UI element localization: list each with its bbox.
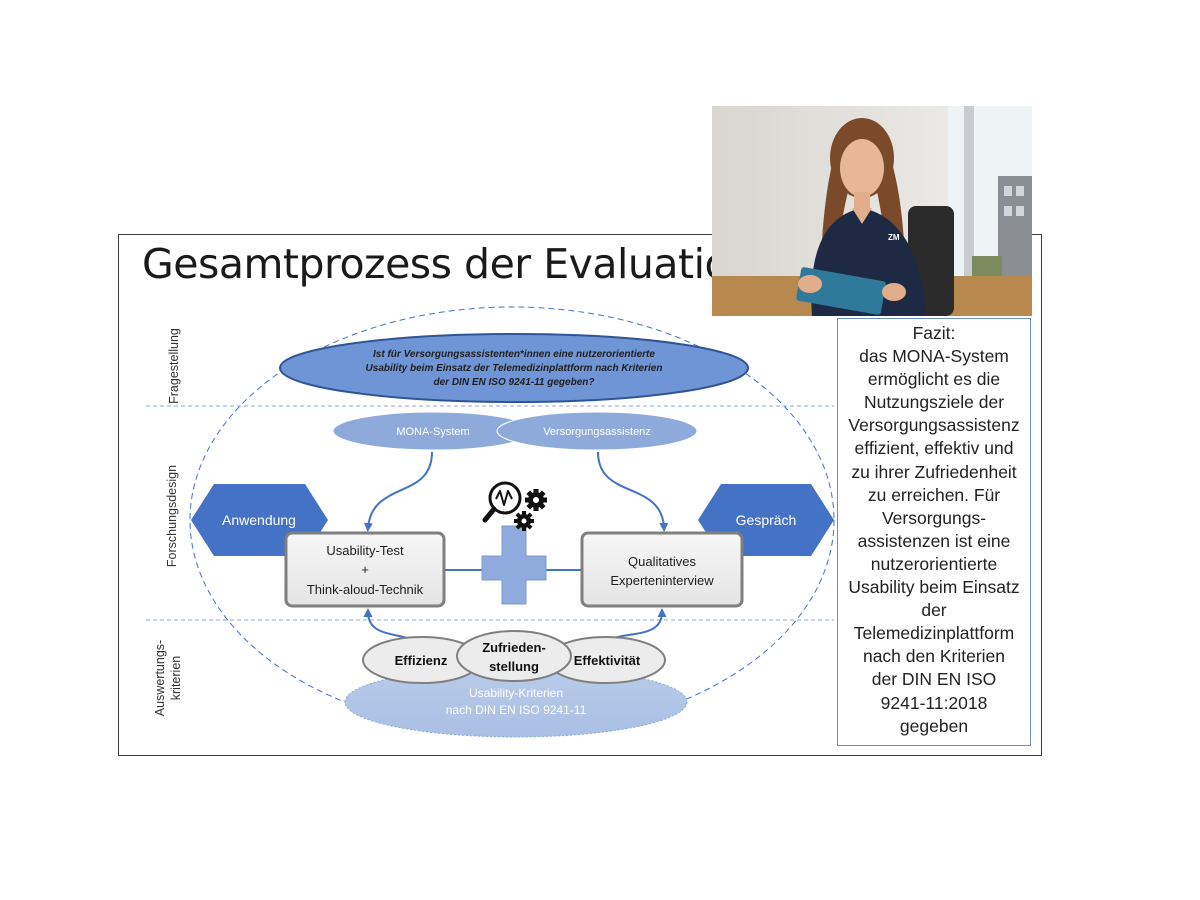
usability-test-line-3: Think-aloud-Technik — [307, 582, 424, 597]
node-versorgungsassistenz-label: Versorgungsassistenz — [543, 426, 651, 438]
fazit-line: Nutzungsziele der — [863, 392, 1005, 413]
fazit-line: ermöglicht es die — [867, 369, 1001, 390]
box-usability-test — [284, 531, 446, 608]
presenter-webcam: ZM — [712, 106, 1032, 316]
arrow-versorgung-to-interview — [597, 451, 669, 532]
research-question-ellipse — [279, 333, 749, 403]
fazit-line: das MONA-System — [859, 346, 1009, 367]
fazit-textbox: Fazit: das MONA-System ermöglicht es die… — [837, 318, 1031, 746]
fazit-line: nutzerorientierte — [870, 553, 998, 574]
fazit-line: effizient, effektiv und — [854, 438, 1014, 459]
fazit-line: zu erreichen. Für — [867, 484, 1001, 505]
research-question-line-3: der DIN EN ISO 9241-11 gegeben? — [434, 377, 595, 388]
fazit-line: der — [921, 600, 947, 621]
interview-line-2: Experteninterview — [610, 573, 714, 588]
fazit-line: der DIN EN ISO — [871, 669, 997, 690]
research-question-line-1: Ist für Versorgungsassistenten*innen ein… — [373, 349, 655, 360]
usability-criteria-line-2: nach DIN EN ISO 9241-11 — [446, 703, 587, 717]
fazit-line: Versorgungs- — [881, 507, 987, 528]
criterion-zufriedenstellung — [456, 630, 572, 682]
section-label-auswertung-2: kriterien — [169, 656, 183, 701]
arrow-mona-to-usability — [363, 451, 433, 532]
fazit-line: Usability beim Einsatz — [848, 577, 1020, 598]
usability-test-line-2: + — [361, 562, 369, 577]
node-versorgungsassistenz — [496, 411, 698, 451]
shirt-logo: ZM — [888, 233, 900, 242]
usability-criteria-base — [344, 666, 688, 738]
usability-criteria-line-1: Usability-Kriterien — [469, 686, 563, 700]
fazit-line: Telemedizinplattform — [853, 623, 1015, 644]
research-question-line-2: Usability beim Einsatz der Telemedizinpl… — [366, 363, 663, 374]
plus-cross — [481, 525, 547, 605]
criterion-zufrieden-line-2: stellung — [489, 659, 539, 674]
criterion-zufrieden-line-1: Zufrieden- — [482, 640, 546, 655]
fazit-line: assistenzen ist eine — [857, 530, 1011, 551]
box-experteninterview — [580, 531, 744, 608]
criterion-effektivitaet-label: Effektivität — [574, 653, 641, 668]
node-mona-system-label: MONA-System — [396, 426, 469, 438]
fazit-line: 9241-11:2018 — [880, 692, 988, 713]
section-label-auswertung-1: Auswertungs- — [153, 640, 167, 716]
fazit-line: nach den Kriterien — [862, 646, 1006, 667]
fazit-line: Fazit: — [912, 323, 956, 343]
hexagon-gespraech-label: Gespräch — [736, 512, 797, 528]
interview-line-1: Qualitatives — [628, 554, 696, 569]
fazit-line: zu ihrer Zufriedenheit — [851, 461, 1017, 482]
section-label-forschungsdesign: Forschungsdesign — [165, 465, 179, 567]
usability-test-line-1: Usability-Test — [326, 543, 404, 558]
criterion-effizienz-label: Effizienz — [395, 653, 448, 668]
slide-title: Gesamtprozess der Evaluation — [142, 240, 755, 288]
fazit-line: gegeben — [899, 715, 969, 736]
section-label-fragestellung: Fragestellung — [167, 328, 181, 404]
fazit-line: Versorgungsassistenz — [848, 415, 1020, 436]
hexagon-anwendung-label: Anwendung — [222, 512, 296, 528]
analysis-gears-icon — [482, 481, 547, 531]
